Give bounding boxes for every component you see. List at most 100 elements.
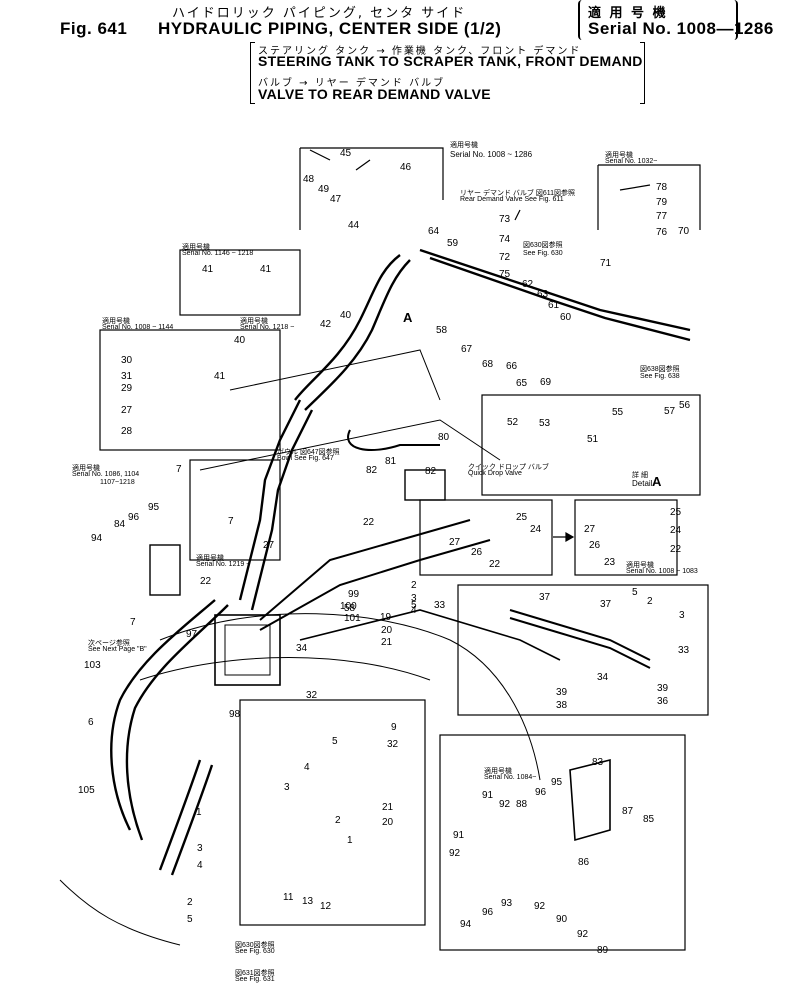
- part-label: 96: [535, 787, 547, 798]
- part-label: 103: [84, 660, 101, 671]
- note-serial-1086: Serial No. 1086, 1104: [72, 471, 140, 478]
- part-label: 45: [340, 148, 352, 159]
- part-label: 22: [489, 559, 501, 570]
- part-label: 62: [522, 279, 534, 290]
- part-label: 2: [411, 580, 417, 591]
- part-label: 76: [656, 227, 668, 238]
- part-label: 100: [340, 601, 357, 612]
- part-label: 33: [678, 645, 690, 656]
- part-label: 95: [551, 777, 563, 788]
- part-label: 96: [128, 512, 140, 523]
- part-label: 58: [436, 325, 448, 336]
- part-label: 82: [366, 465, 378, 476]
- part-label: 74: [499, 234, 511, 245]
- part-label: 92: [577, 929, 589, 940]
- subtitle-line-2: VALVE TO REAR DEMAND VALVE: [258, 86, 491, 102]
- part-label: 68: [482, 359, 494, 370]
- note-serial-1084-jp: 適用号機: [484, 768, 512, 775]
- note-serial-top-jp: 適用号機: [450, 142, 478, 149]
- note-see-631: See Fig. 631: [235, 976, 275, 983]
- part-label: 3: [411, 593, 417, 604]
- part-label: 67: [461, 344, 473, 355]
- part-label: 92: [499, 799, 511, 810]
- part-label: 28: [121, 426, 133, 437]
- serial-bracket-left: [578, 0, 582, 40]
- part-label: 24: [670, 525, 682, 536]
- part-label: 69: [540, 377, 552, 388]
- part-label: 3: [679, 610, 685, 621]
- part-label: 34: [296, 643, 308, 654]
- part-label: 97: [186, 629, 198, 640]
- part-label: 12: [320, 901, 332, 912]
- part-label: 32: [306, 690, 318, 701]
- part-label: 81: [385, 456, 397, 467]
- note-serial-1218-jp: 適用号機: [240, 318, 268, 325]
- part-label: 5: [332, 736, 338, 747]
- part-label: 73: [499, 214, 511, 225]
- part-label: 7: [130, 617, 136, 628]
- part-label: 37: [539, 592, 551, 603]
- part-label: 47: [330, 194, 342, 205]
- note-serial-1032: Serial No. 1032~: [605, 158, 658, 165]
- part-label: 25: [516, 512, 528, 523]
- part-label: 101: [344, 613, 361, 624]
- part-label: 85: [643, 814, 655, 825]
- subtitle-japanese-1: ステアリング タンク → 作業機 タンク、フロント デマンド: [258, 46, 582, 57]
- part-label: 20: [381, 625, 393, 636]
- part-label: 22: [363, 517, 375, 528]
- note-detail-jp: 詳 細: [632, 472, 648, 479]
- marker-a: A: [403, 310, 413, 325]
- note-next-page-jp: 次ページ参照: [88, 640, 130, 647]
- part-label: 75: [499, 269, 511, 280]
- part-label: 96: [482, 907, 494, 918]
- part-label: 26: [589, 540, 601, 551]
- part-label: 82: [425, 466, 437, 477]
- part-label: 5: [187, 914, 193, 925]
- part-label: 44: [348, 220, 360, 231]
- part-label: 4: [411, 605, 417, 616]
- part-label: 52: [507, 417, 519, 428]
- part-label: 5: [411, 600, 417, 611]
- part-label: 38: [556, 700, 568, 711]
- part-label: 105: [78, 785, 95, 796]
- subtitle-bracket-right: [640, 42, 645, 104]
- part-label: 94: [460, 919, 472, 930]
- part-label: 22: [670, 544, 682, 555]
- part-label: 89: [597, 945, 609, 956]
- part-label: 26: [471, 547, 483, 558]
- part-label: 39: [657, 683, 669, 694]
- part-label: 72: [499, 252, 511, 263]
- part-label: 4: [304, 762, 310, 773]
- part-label: 30: [121, 355, 133, 366]
- note-bowl: Bowl See Fig. 647: [277, 455, 334, 462]
- part-label: 90: [556, 914, 568, 925]
- part-label: 92: [449, 848, 461, 859]
- part-label: 84: [114, 519, 126, 530]
- note-serial-1219: Serial No. 1219 ~: [196, 561, 251, 568]
- part-label: 58: [344, 603, 356, 614]
- part-label: 88: [516, 799, 528, 810]
- part-label: 94: [91, 533, 103, 544]
- note-quick-drop: Quick Drop Valve: [468, 470, 522, 477]
- part-label: 95: [148, 502, 160, 513]
- part-label: 71: [600, 258, 612, 269]
- part-label: 99: [348, 589, 360, 600]
- part-label: 2: [187, 897, 193, 908]
- part-label: 65: [516, 378, 528, 389]
- part-label: 87: [622, 806, 634, 817]
- part-label: 32: [387, 739, 399, 750]
- note-serial-1086b: 1107~1218: [100, 479, 135, 486]
- part-label: 37: [600, 599, 612, 610]
- note-serial-1008-1083: Serial No. 1008 ~ 1083: [626, 568, 698, 575]
- note-serial-1146: Serial No. 1146 ~ 1218: [182, 250, 254, 257]
- part-label: 27: [263, 540, 275, 551]
- part-label: 6: [88, 717, 94, 728]
- part-label: 39: [556, 687, 568, 698]
- note-detail: Detail: [632, 479, 653, 488]
- part-label: 98: [229, 709, 241, 720]
- note-see-630: See Fig. 630: [523, 250, 563, 257]
- part-label: 41: [202, 264, 214, 275]
- part-label: 1: [347, 835, 353, 846]
- note-serial-1084: Serial No. 1084~: [484, 774, 537, 781]
- note-bowl-jp: ボウル 図647図参照: [277, 449, 340, 456]
